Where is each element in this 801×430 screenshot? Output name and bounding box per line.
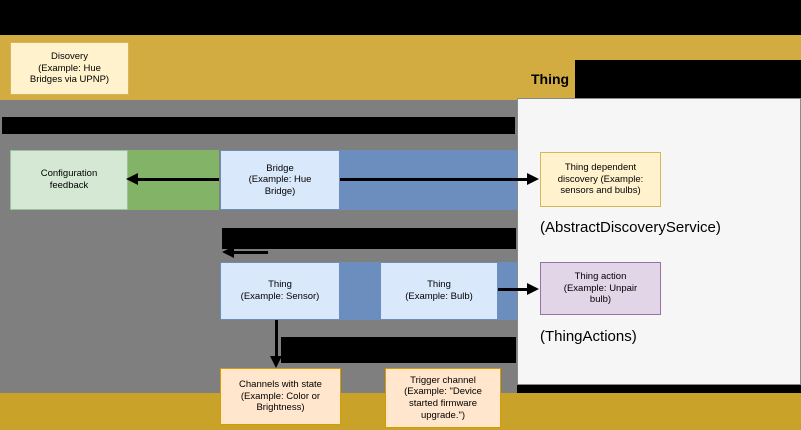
thing-heading-label: Thing	[531, 71, 570, 87]
config-feedback-box: Configuration feedback	[10, 150, 128, 210]
steel-blue-thing-gap-block	[340, 262, 380, 320]
steel-blue-thing-right-block	[498, 262, 517, 320]
arrow-thing-to-channels-head	[270, 356, 282, 368]
arrow-bridge-to-discovery-head	[527, 173, 539, 185]
arrow-bridge-to-config-line	[136, 178, 219, 181]
thing-actions-label: (ThingActions)	[540, 328, 637, 345]
black-heading-bar-bottom	[281, 337, 516, 363]
arrow-thing-to-action-head	[527, 283, 539, 295]
thing-action-box: Thing action (Example: Unpair bulb)	[540, 262, 661, 315]
trigger-channel-box: Trigger channel (Example: "Device starte…	[385, 368, 501, 428]
channels-with-state-box: Channels with state (Example: Color or B…	[220, 368, 341, 425]
arrow-bridge-to-discovery-line	[340, 178, 528, 181]
black-heading-bar-middle	[222, 228, 516, 249]
abstract-discovery-service-label: (AbstractDiscoveryService)	[540, 219, 721, 236]
thing-sensor-box: Thing (Example: Sensor)	[220, 262, 340, 320]
thing-dependent-discovery-box: Thing dependent discovery (Example: sens…	[540, 152, 661, 207]
arrow-stub-left-line	[234, 251, 268, 254]
bridge-box: Bridge (Example: Hue Bridge)	[220, 150, 340, 210]
arrow-thing-to-action-line	[498, 288, 528, 291]
arrow-thing-to-channels-line	[275, 320, 278, 358]
black-overlay-top-right	[575, 60, 801, 100]
black-heading-bar-top	[2, 117, 515, 134]
arrow-bridge-to-config-head	[126, 173, 138, 185]
arrow-stub-left-head	[222, 246, 234, 258]
thing-bulb-box: Thing (Example: Bulb)	[380, 262, 498, 320]
discovery-box: Disovery (Example: Hue Bridges via UPNP)	[10, 42, 129, 95]
